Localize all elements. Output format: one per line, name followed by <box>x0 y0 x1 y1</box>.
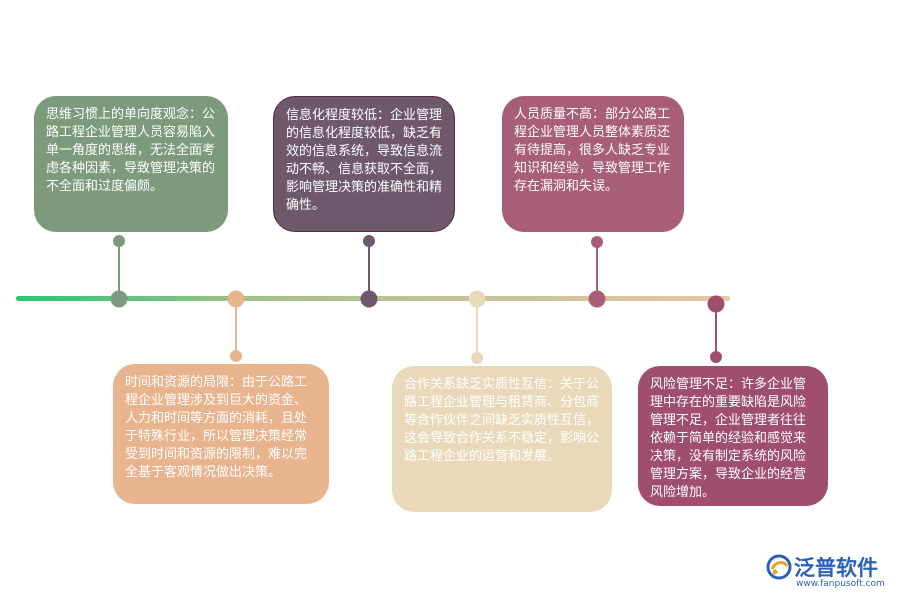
brand-name: 泛普软件 <box>794 556 878 580</box>
connector-end-dot-4 <box>471 352 483 364</box>
node-card-6: 风险管理不足：许多企业管理中存在的重要缺陷是风险管理不足，企业管理者往往依赖于简… <box>638 366 828 506</box>
node-card-4: 时间和资源的局限：由于公路工程企业管理涉及到巨大的资金、人力和时间等方面的消耗，… <box>113 364 329 504</box>
connector-end-dot-6 <box>710 351 722 363</box>
node-card-1: 思维习惯上的单向度观念：公路工程企业管理人员容易陷入单一角度的思维，无法全面考虑… <box>34 96 228 232</box>
connector-end-dot-2 <box>230 350 242 362</box>
timeline-node-dot-4 <box>468 290 486 308</box>
fanpu-logo-icon <box>766 554 792 580</box>
timeline-node-dot-1 <box>110 290 128 308</box>
connector-end-dot-3 <box>363 235 375 247</box>
connector-end-dot-1 <box>113 235 125 247</box>
node-card-5: 合作关系缺乏实质性互信：关于公路工程企业管理与租赁商、分包商等合作伙伴之间缺乏实… <box>392 366 612 512</box>
connector-end-dot-5 <box>591 236 603 248</box>
node-card-3: 人员质量不高：部分公路工程企业管理人员整体素质还有待提高，很多人缺乏专业知识和经… <box>502 96 684 232</box>
brand-url: www.fanpusoft.com <box>796 579 885 589</box>
timeline-node-dot-5 <box>588 290 606 308</box>
timeline-node-dot-3 <box>360 290 378 308</box>
node-card-2: 信息化程度较低：企业管理的信息化程度较低，缺乏有效的信息系统，导致信息流动不畅、… <box>273 96 455 232</box>
timeline-node-dot-6 <box>707 295 725 313</box>
timeline-connectors <box>110 235 725 364</box>
timeline-node-dot-2 <box>227 290 245 308</box>
brand-logo: 泛普软件 www.fanpusoft.com <box>766 552 894 594</box>
